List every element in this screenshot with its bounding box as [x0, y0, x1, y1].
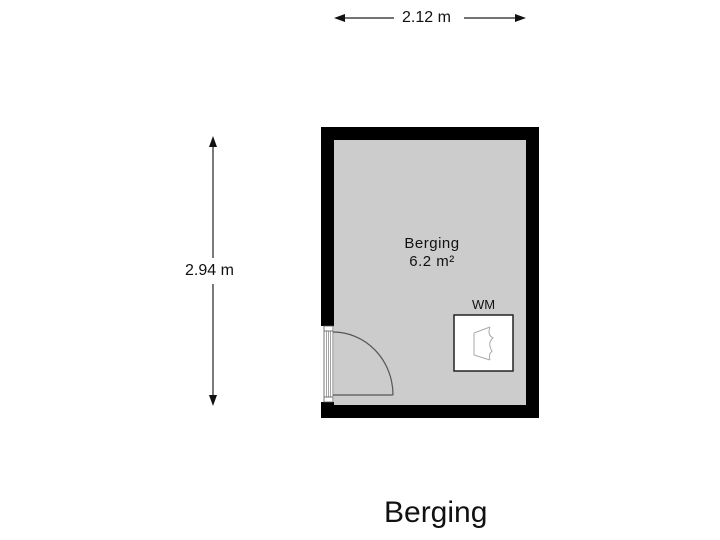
- door-swing-icon: [332, 331, 394, 396]
- door-frame: [323, 325, 334, 403]
- plan-title: Berging: [384, 496, 488, 529]
- walls: [321, 127, 539, 418]
- height-dimension-label: 2.94 m: [181, 262, 238, 280]
- width-dimension-label: 2.12 m: [398, 9, 455, 27]
- room-name: Berging: [404, 235, 460, 252]
- washing-machine-label: WM: [472, 297, 496, 312]
- room-area: 6.2 m²: [409, 253, 455, 270]
- room-label: Berging 6.2 m²: [380, 235, 484, 271]
- washing-machine-icon: [453, 314, 514, 372]
- width-dimension-line: [334, 14, 526, 22]
- height-dimension-line: [209, 136, 217, 406]
